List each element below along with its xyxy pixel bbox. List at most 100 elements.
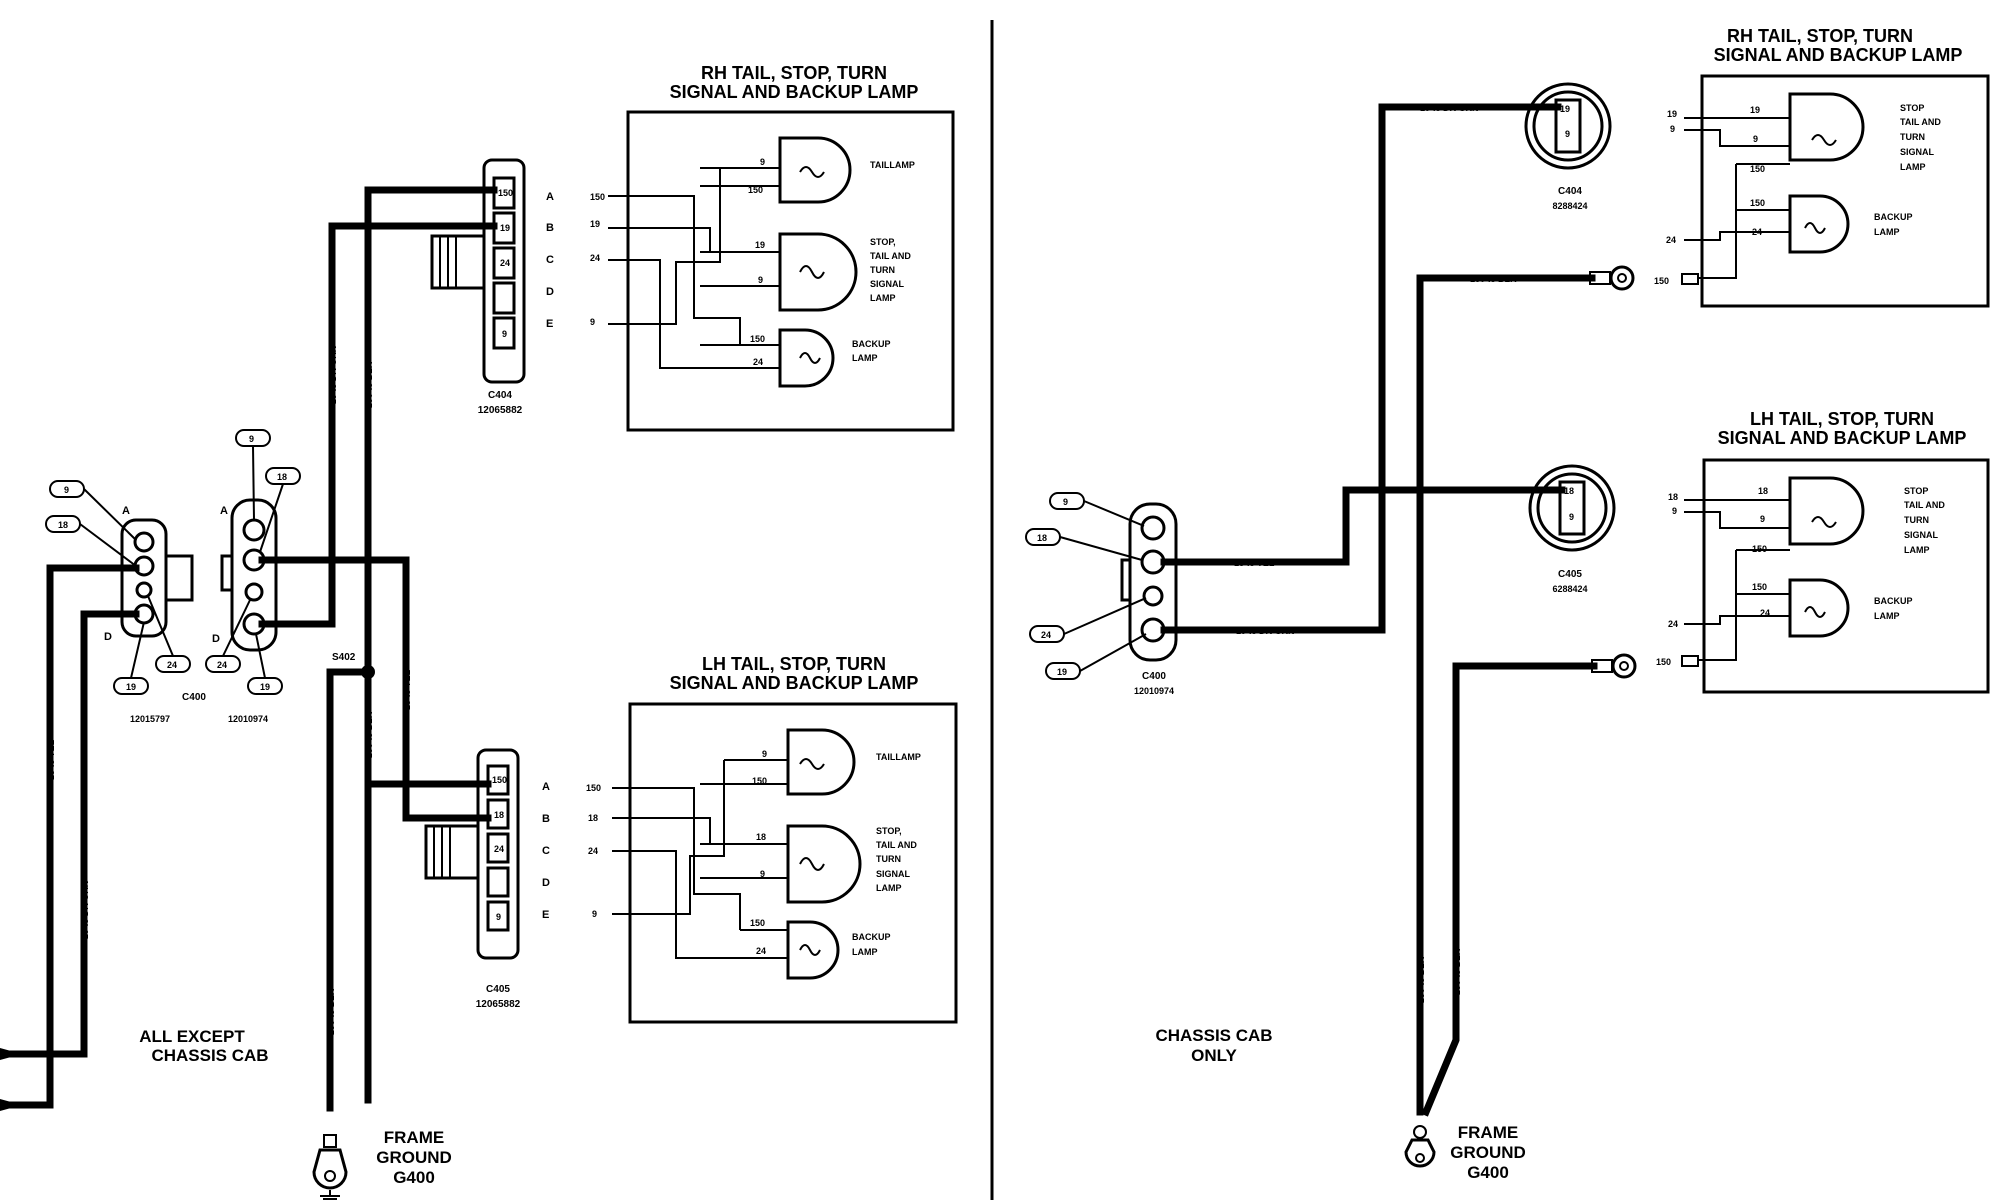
left-c405-letter-e: E — [542, 909, 549, 921]
right-rh-in-19: 19 — [1667, 109, 1677, 119]
right-section-label-1: CHASSIS CAB — [1155, 1026, 1272, 1045]
right-label-blk-top: 150-.8 BLK — [1470, 274, 1517, 284]
left-splice-label: S402 — [332, 652, 356, 663]
left-c404-cavity-9: 9 — [502, 329, 507, 339]
right-rh-backup-label-1: BACKUP — [1874, 212, 1913, 222]
right-c405-connector: 18 9 C405 6288424 — [1528, 464, 1616, 594]
left-lh-route-18 — [612, 817, 711, 844]
left-label-blk-b: 150-.8 BLK — [364, 711, 374, 758]
right-c405-name: C405 — [1558, 569, 1582, 580]
right-ground-stud — [1413, 1125, 1427, 1139]
right-lh-in-9: 9 — [1672, 506, 1677, 516]
left-c405-cavity-24: 24 — [494, 844, 504, 854]
left-c400-bubble-24: 24 — [167, 660, 177, 670]
right-rh-backup-filament — [1804, 222, 1826, 234]
left-rh-stop-filament — [799, 265, 825, 279]
left-c405-cavity-18: 18 — [494, 810, 504, 820]
left-rh-lamp-pin-9b: 9 — [758, 275, 763, 285]
left-c405-cavity-150: 150 — [492, 775, 507, 785]
left-lh-title-line2: SIGNAL AND BACKUP LAMP — [670, 673, 919, 693]
right-rh-pin-24: 24 — [1752, 227, 1762, 237]
right-rh-in-24: 24 — [1666, 235, 1676, 245]
left-rh-route-19 — [608, 227, 711, 252]
left-lh-backup-label-2: LAMP — [852, 947, 878, 957]
left-rh-stop-label-3: TURN — [870, 265, 895, 275]
left-lh-route-150 — [612, 787, 741, 930]
right-wire-blk-bottom — [1421, 662, 1598, 1117]
right-lh-stop-label-1: STOP — [1904, 486, 1928, 496]
left-c404-part: 12065882 — [478, 405, 523, 416]
right-rh-backup-label-2: LAMP — [1874, 227, 1900, 237]
left-harness: S402 18-.8 YEL 19-.8 DK GRN 19-.8 DK GRN… — [0, 186, 498, 1200]
right-rh-stop-label-5: LAMP — [1900, 162, 1926, 172]
left-c400-mate-bubble-18: 18 — [277, 472, 287, 482]
left-c400-mate-a: A — [220, 505, 228, 517]
right-c400-part: 12010974 — [1134, 686, 1174, 696]
left-c404-letter-e: E — [546, 318, 553, 330]
right-lh-lamp-assembly: LH TAIL, STOP, TURN SIGNAL AND BACKUP LA… — [1656, 409, 1990, 694]
right-rh-stop-label-3: TURN — [1900, 132, 1925, 142]
right-c405-part: 6288424 — [1552, 584, 1587, 594]
left-splice-s402 — [361, 665, 375, 679]
left-rh-taillamp-bulb — [778, 136, 852, 204]
left-ground-lug-top — [323, 1134, 337, 1148]
left-lh-route-24 — [612, 850, 700, 959]
left-label-dkgrn-v: 19-.8 DK GRN — [328, 346, 338, 405]
right-rh-stop-label-2: TAIL AND — [1900, 117, 1941, 127]
right-lh-in-18: 18 — [1668, 492, 1678, 502]
right-c400-bubble-9: 9 — [1063, 497, 1068, 507]
left-rh-route-24 — [608, 259, 700, 369]
left-c405-pin-24: 24 — [588, 846, 598, 856]
right-rh-in-9: 9 — [1670, 124, 1675, 134]
left-c405-letter-c: C — [542, 845, 550, 857]
left-rh-route-9 — [608, 168, 721, 325]
left-rh-stop-lamp-bulb — [778, 232, 858, 312]
left-lh-lamp-pin-9: 9 — [762, 749, 767, 759]
left-label-blk: 150-.8 BLK — [364, 361, 374, 408]
left-c400-plug-a: A — [122, 505, 130, 517]
left-lh-stop-label-1: STOP, — [876, 826, 902, 836]
left-section-label-2: CHASSIS CAB — [151, 1046, 268, 1065]
left-c400-bubble-18: 18 — [58, 520, 68, 530]
right-rh-in-150: 150 — [1654, 276, 1669, 286]
right-label-blk-v2: 150-.8 BLK — [1452, 948, 1462, 995]
left-c400-plug-d: D — [104, 631, 112, 643]
left-c405-letter-d: D — [542, 877, 550, 889]
left-c405-pin-150: 150 — [586, 783, 601, 793]
right-ground-terminal — [1404, 1138, 1436, 1168]
left-rh-route-150 — [608, 195, 741, 345]
right-lh-pin-24: 24 — [1760, 608, 1770, 618]
right-lh-backup-filament — [1804, 606, 1826, 618]
right-lh-pin-9: 9 — [1760, 514, 1765, 524]
right-lh-stop-filament — [1811, 516, 1837, 528]
right-c400-bubble-19: 19 — [1057, 667, 1067, 677]
right-lh-stop-label-3: TURN — [1904, 515, 1929, 525]
right-lh-title-line1: LH TAIL, STOP, TURN — [1750, 409, 1934, 429]
left-wire-blk-to-c404 — [364, 186, 498, 1104]
left-c404-pin-150: 150 — [590, 192, 605, 202]
left-c400-bubble-9: 9 — [64, 485, 69, 495]
right-rh-pin-19: 19 — [1750, 105, 1760, 115]
left-label-yel: 18-.8 YEL — [46, 739, 56, 780]
left-rh-lamp-assembly: RH TAIL, STOP, TURN SIGNAL AND BACKUP LA… — [608, 63, 955, 432]
right-rh-internal-wiring — [1684, 117, 1790, 279]
left-lh-backup-filament — [799, 944, 821, 956]
right-ground-label-2: GROUND — [1450, 1143, 1526, 1162]
right-c400-name: C400 — [1142, 671, 1166, 682]
right-rh-pin-150: 150 — [1750, 164, 1765, 174]
right-lh-lamp-box — [1702, 458, 1990, 694]
left-c405-pin-9: 9 — [592, 909, 597, 919]
right-lh-stop-lamp-bulb — [1788, 476, 1865, 546]
left-c404-letter-c: C — [546, 254, 554, 266]
right-label-blk-v1: 150-.8 BLK — [1416, 956, 1426, 1003]
left-lh-taillamp-filament — [799, 758, 825, 770]
left-c405-part: 12065882 — [476, 999, 521, 1010]
left-c400-part-a: 12015797 — [130, 714, 170, 724]
left-ground-label-3: G400 — [393, 1168, 435, 1187]
left-rh-lamp-pin-19: 19 — [755, 240, 765, 250]
right-rh-stop-label-4: SIGNAL — [1900, 147, 1935, 157]
left-c405-letter-a: A — [542, 781, 550, 793]
right-c404-connector: 19 9 C404 8288424 — [1524, 82, 1612, 211]
right-c405-pin-9: 9 — [1569, 512, 1574, 522]
